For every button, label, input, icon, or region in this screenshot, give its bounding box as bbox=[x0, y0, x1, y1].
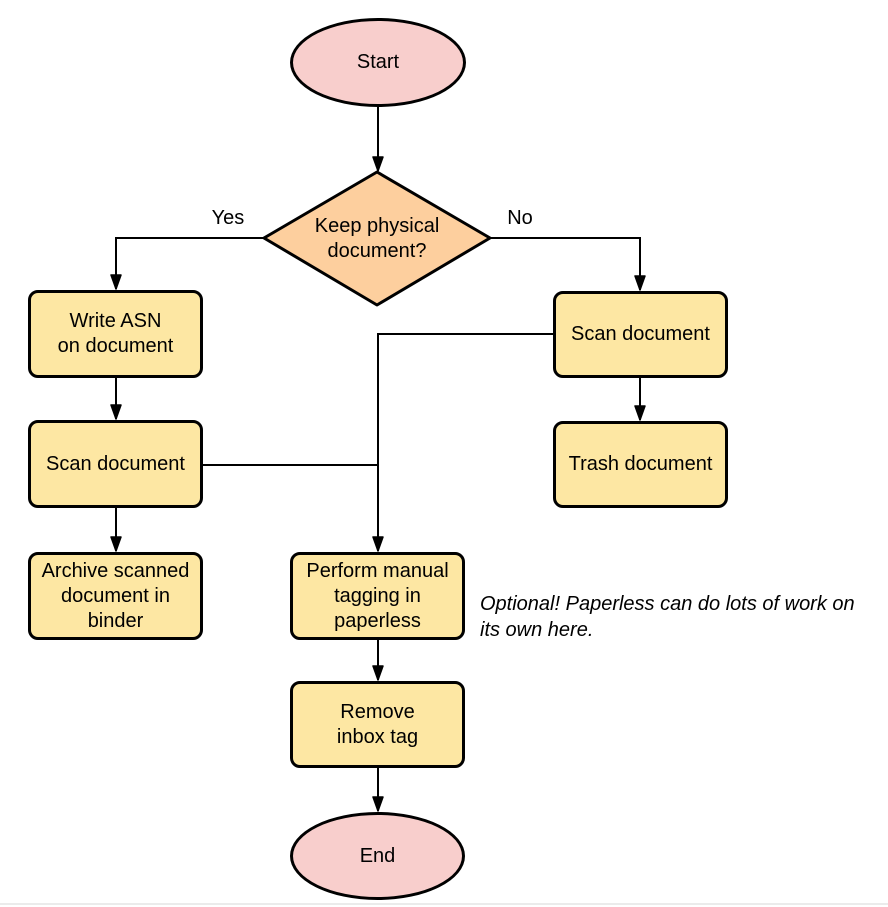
node-archive-in-binder: Archive scanned document in binder bbox=[28, 552, 203, 640]
decision-diamond-shape bbox=[262, 170, 492, 307]
node-write-asn: Write ASN on document bbox=[28, 290, 203, 378]
edge-label-yes: Yes bbox=[211, 207, 245, 229]
node-remove-inbox-tag: Remove inbox tag bbox=[290, 681, 465, 768]
node-scan-document-right: Scan document bbox=[553, 291, 728, 378]
node-manual-tagging-label: Perform manual tagging in paperless bbox=[306, 559, 449, 632]
node-archive-in-binder-label: Archive scanned document in binder bbox=[41, 559, 190, 632]
node-end: End bbox=[290, 812, 465, 900]
node-remove-inbox-tag-label: Remove inbox tag bbox=[336, 700, 419, 748]
node-scan-document-left-label: Scan document bbox=[46, 452, 185, 475]
node-scan-document-right-label: Scan document bbox=[571, 323, 710, 345]
connector-decision-yes-to-write-asn bbox=[110, 237, 264, 290]
connector-scan-right-to-tagging bbox=[372, 333, 553, 552]
node-scan-document-left: Scan document bbox=[28, 420, 203, 508]
optional-note: Optional! Paperless can do lots of work … bbox=[480, 593, 855, 641]
edge-label-no: No bbox=[507, 207, 533, 229]
node-write-asn-label: Write ASN on document bbox=[57, 310, 174, 357]
node-end-label: End bbox=[359, 844, 396, 867]
node-manual-tagging: Perform manual tagging in paperless bbox=[290, 552, 465, 640]
node-decision-label: Keep physical document? bbox=[314, 215, 440, 262]
node-start-label: Start bbox=[356, 51, 400, 73]
connector-decision-no-to-scan-right bbox=[490, 237, 646, 291]
node-trash-document-label: Trash document bbox=[568, 453, 713, 475]
node-trash-document: Trash document bbox=[553, 421, 728, 508]
page-bottom-border bbox=[0, 903, 888, 905]
node-start: Start bbox=[290, 18, 466, 107]
